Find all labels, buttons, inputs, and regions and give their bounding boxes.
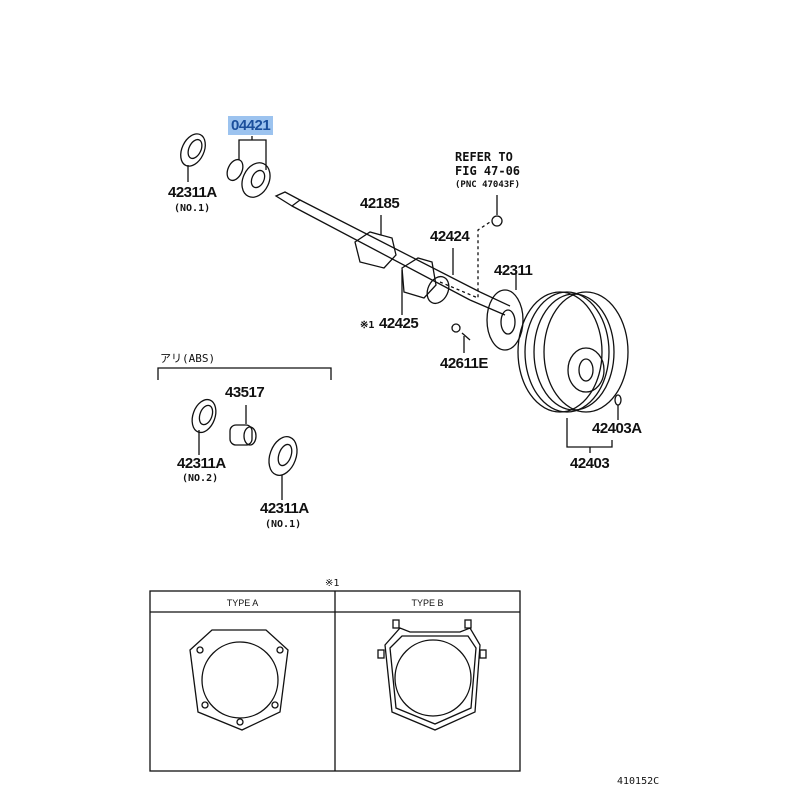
abs-parts-drawing (191, 398, 298, 500)
part-label-42403[interactable]: 42403 (570, 455, 610, 472)
figure-code: 410152C (617, 776, 660, 787)
hub-drawing (451, 270, 524, 353)
part-note: (NO.1) (265, 519, 302, 530)
part-note: (NO.1) (174, 203, 211, 214)
part-label-42424[interactable]: 42424 (430, 228, 470, 245)
bearing-drawing (226, 136, 271, 198)
oil-seal-drawing (180, 133, 206, 182)
table-header-type-a: TYPE A (226, 598, 259, 608)
part-label-42311a[interactable]: 42311A (168, 184, 217, 201)
table-header-type-b: TYPE B (411, 598, 444, 608)
part-label-42403a[interactable]: 42403A (592, 420, 642, 437)
part-label-42611e[interactable]: 42611E (440, 355, 488, 372)
refer-note-line2: FIG 47-06 (455, 164, 521, 178)
abs-bracket (157, 367, 332, 380)
part-label-04421-highlighted[interactable]: 04421 (228, 116, 274, 135)
part-label-42185[interactable]: 42185 (360, 195, 400, 212)
axle-shaft-drawing (274, 191, 511, 316)
refer-note-line1: REFER TO (455, 150, 513, 164)
type-table (149, 590, 521, 772)
part-label-42311a-no2[interactable]: 42311A (177, 455, 226, 472)
part-label-42311[interactable]: 42311 (494, 262, 533, 279)
abs-group-title: アリ(ABS) (160, 352, 216, 365)
part-label-42311a-no1[interactable]: 42311A (260, 500, 309, 517)
brake-drum-drawing (517, 291, 629, 453)
part-label-43517[interactable]: 43517 (225, 384, 265, 401)
part-label-42425[interactable]: 42425 (379, 315, 419, 332)
part-note: (NO.2) (182, 473, 219, 484)
gasket-mark: ※1 (360, 320, 375, 331)
table-mark: ※1 (325, 578, 340, 589)
refer-note-line3: (PNC 47043F) (455, 180, 521, 190)
